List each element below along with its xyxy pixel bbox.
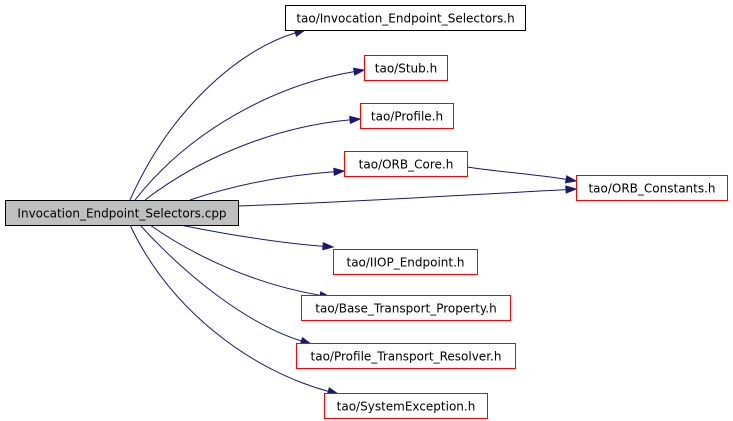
edge-root-to-n_stub [134, 71, 355, 201]
arrowhead-n_orb_constants [565, 185, 578, 194]
node-label: Invocation_Endpoint_Selectors.cpp [17, 207, 226, 221]
node-label: tao/Profile.h [371, 110, 443, 124]
node-box [301, 295, 511, 321]
node-n_base_transport[interactable]: tao/Base_Transport_Property.h [301, 295, 511, 321]
node-box [296, 343, 516, 369]
arrowhead-n_iiop [322, 242, 335, 251]
node-label: tao/Base_Transport_Property.h [315, 302, 496, 316]
node-n_profile[interactable]: tao/Profile.h [360, 103, 454, 129]
edge-root-to-n_profile [144, 119, 351, 201]
node-n_profile_transport[interactable]: tao/Profile_Transport_Resolver.h [296, 343, 516, 369]
edge-root-to-n_base_transport [149, 224, 321, 296]
edges-layer [129, 28, 578, 396]
arrowhead-n_profile [349, 115, 362, 125]
node-box [5, 200, 239, 226]
edge-root-to-n_orb_constants [237, 189, 567, 207]
node-n_ies_h[interactable]: tao/Invocation_Endpoint_Selectors.h [285, 5, 526, 31]
node-label: tao/Invocation_Endpoint_Selectors.h [296, 12, 514, 26]
node-n_stub[interactable]: tao/Stub.h [364, 55, 448, 81]
arrowhead-n_orb_constants [564, 175, 578, 184]
node-box [333, 249, 478, 275]
nodes-layer: Invocation_Endpoint_Selectors.cpp tao/Inv… [5, 5, 728, 419]
node-n_orb_core[interactable]: tao/ORB_Core.h [344, 151, 468, 177]
node-box [344, 151, 468, 177]
edge-root-to-n_profile_transport [139, 224, 302, 342]
node-label: tao/IIOP_Endpoint.h [346, 256, 464, 270]
node-label: tao/ORB_Core.h [359, 158, 454, 172]
arrowhead-n_stub [352, 67, 366, 76]
node-n_iiop[interactable]: tao/IIOP_Endpoint.h [333, 249, 478, 275]
edge-root-to-n_sysexc [129, 224, 329, 392]
node-label: tao/Stub.h [375, 62, 437, 76]
node-box [285, 5, 526, 31]
node-label: tao/ORB_Constants.h [588, 182, 715, 196]
edge-root-to-n_ies_h [129, 32, 296, 201]
node-box [360, 103, 454, 129]
node-box [576, 175, 728, 201]
edge-root-to-n_orb_core [189, 171, 335, 201]
node-label: tao/Profile_Transport_Resolver.h [311, 350, 502, 364]
node-n_sysexc[interactable]: tao/SystemException.h [324, 393, 488, 419]
node-root[interactable]: Invocation_Endpoint_Selectors.cpp [5, 200, 239, 226]
edge-root-to-n_iiop [179, 224, 324, 247]
node-n_orb_constants[interactable]: tao/ORB_Constants.h [576, 175, 728, 201]
arrowhead-n_orb_core [333, 167, 346, 176]
node-box [364, 55, 448, 81]
edge-n_orb_core-to-n_orb_constants [466, 166, 567, 180]
node-label: tao/SystemException.h [337, 400, 476, 414]
node-box [324, 393, 488, 419]
